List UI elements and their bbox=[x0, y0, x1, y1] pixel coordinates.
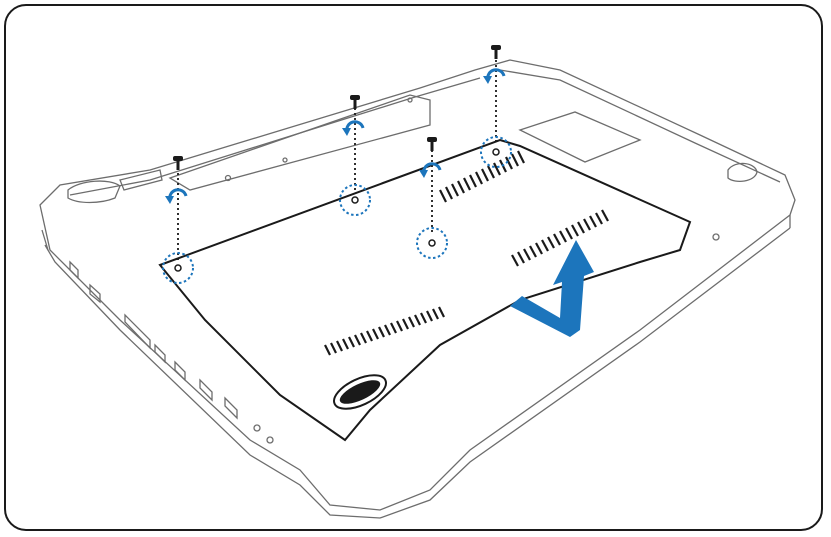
access-panel bbox=[158, 138, 692, 442]
screw-icon bbox=[491, 45, 501, 59]
lift-arrow-icon bbox=[510, 240, 594, 337]
vent-grille-right bbox=[511, 209, 609, 267]
screw-2 bbox=[339, 95, 371, 216]
laptop-base bbox=[39, 59, 796, 519]
screw-icon bbox=[350, 95, 360, 109]
screw-1 bbox=[162, 156, 194, 284]
screw-icon bbox=[427, 137, 437, 151]
rubber-foot bbox=[333, 374, 387, 410]
vent-grille-left bbox=[324, 306, 445, 356]
screw-icon bbox=[173, 156, 183, 170]
vent-grille-top bbox=[439, 150, 525, 203]
screw-3 bbox=[416, 137, 448, 259]
screw-4 bbox=[480, 45, 512, 168]
